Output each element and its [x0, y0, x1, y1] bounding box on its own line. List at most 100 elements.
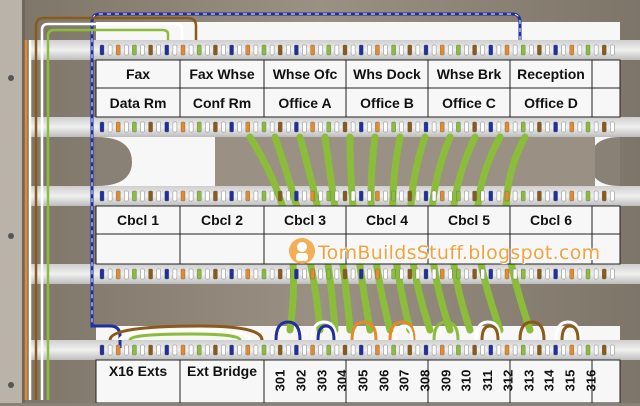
punch-contact — [488, 344, 493, 356]
port-label-r3-c5: Cbcl 5 — [447, 212, 490, 228]
port-label-r2-c2: Conf Rm — [192, 94, 252, 111]
punch-contact — [286, 268, 291, 280]
punch-contact — [245, 344, 251, 356]
punch-contact — [545, 190, 550, 202]
punch-contact — [302, 344, 307, 356]
punch-contact — [302, 190, 307, 202]
port-label-r1-c6: Reception — [517, 66, 585, 82]
punch-contact — [448, 190, 453, 202]
punch-contact — [545, 44, 550, 56]
punch-contact — [423, 190, 429, 202]
punch-contact — [229, 268, 234, 280]
punch-contact — [423, 344, 429, 356]
punch-contact — [229, 121, 234, 133]
punch-contact — [205, 44, 210, 56]
punch-contact — [448, 268, 453, 280]
punch-contact — [521, 44, 526, 56]
port-label-r2-c1: Data Rm — [109, 94, 167, 111]
punch-contact — [593, 121, 599, 133]
punch-contact — [529, 344, 534, 356]
port-number-text: 310 — [458, 369, 474, 391]
punch-contact — [221, 344, 226, 356]
punch-contact — [569, 121, 574, 133]
punch-contact — [415, 344, 421, 356]
port-number: 316 — [579, 354, 603, 406]
punch-contact — [537, 268, 542, 280]
punch-contact — [334, 268, 340, 280]
punch-contact — [180, 190, 186, 202]
punch-contact — [156, 121, 161, 133]
punch-contact — [602, 268, 607, 280]
punch-contact — [569, 344, 574, 356]
punch-contact — [156, 344, 161, 356]
punch-contact — [156, 268, 161, 280]
punch-contact — [310, 344, 315, 356]
punch-contact — [245, 121, 251, 133]
punch-contact — [261, 344, 267, 356]
punch-contact — [213, 344, 218, 356]
punch-contact — [391, 268, 396, 280]
port-number-text: 307 — [396, 369, 412, 391]
punch-contact — [496, 121, 502, 133]
punch-contact — [132, 268, 137, 280]
punch-contact — [399, 190, 404, 202]
punch-contact — [310, 190, 315, 202]
punch-contact — [253, 44, 259, 56]
punch-contact — [602, 121, 607, 133]
punch-contact — [286, 190, 291, 202]
punch-contact — [415, 268, 421, 280]
punch-contact — [391, 190, 396, 202]
punch-contact — [359, 121, 364, 133]
punch-contact — [196, 121, 202, 133]
punch-contact — [553, 190, 558, 202]
punch-contact — [488, 268, 493, 280]
punch-contact — [278, 44, 283, 56]
punch-contact — [326, 344, 331, 356]
punch-contact — [383, 344, 388, 356]
punch-contact — [610, 44, 615, 56]
punch-contact — [278, 190, 283, 202]
watermark-logo-icon — [289, 238, 315, 264]
punch-contact — [504, 44, 510, 56]
punch-contact — [431, 44, 437, 56]
port-label-r3-c4: Cbcl 4 — [365, 212, 408, 228]
punch-contact — [245, 44, 251, 56]
punch-contact — [480, 190, 485, 202]
punch-contact — [342, 344, 348, 356]
punch-contact — [261, 121, 267, 133]
punch-contact — [512, 190, 518, 202]
punch-contact — [107, 44, 113, 56]
punch-contact — [350, 44, 356, 56]
punch-contact — [561, 121, 566, 133]
punch-contact — [188, 268, 194, 280]
punch-contact — [585, 268, 591, 280]
punch-contact — [245, 190, 251, 202]
punch-contact — [553, 121, 558, 133]
punch-contact — [529, 268, 534, 280]
punch-contact — [440, 190, 445, 202]
punch-contact — [399, 268, 404, 280]
punch-contact — [124, 44, 129, 56]
punch-contact — [205, 121, 210, 133]
punch-contact — [326, 121, 331, 133]
punch-contact — [99, 344, 105, 356]
punch-contact — [464, 344, 469, 356]
port-label-r2-c5: Office C — [442, 94, 496, 111]
punch-contact — [472, 344, 477, 356]
punch-contact — [132, 44, 137, 56]
punch-contact — [334, 190, 340, 202]
port-label-r2-c6: Office D — [524, 94, 578, 111]
punch-contact — [391, 121, 396, 133]
bottom-label-ext-bridge: Ext Bridge — [186, 363, 257, 379]
punch-contact — [521, 268, 526, 280]
punch-contact — [172, 268, 178, 280]
punch-contact — [269, 44, 275, 56]
punch-contact — [553, 344, 558, 356]
punch-contact — [585, 344, 591, 356]
port-number-text: 316 — [582, 369, 598, 391]
punch-contact — [602, 344, 607, 356]
punch-contact — [367, 268, 372, 280]
punch-contact — [172, 190, 178, 202]
punch-contact — [180, 44, 186, 56]
